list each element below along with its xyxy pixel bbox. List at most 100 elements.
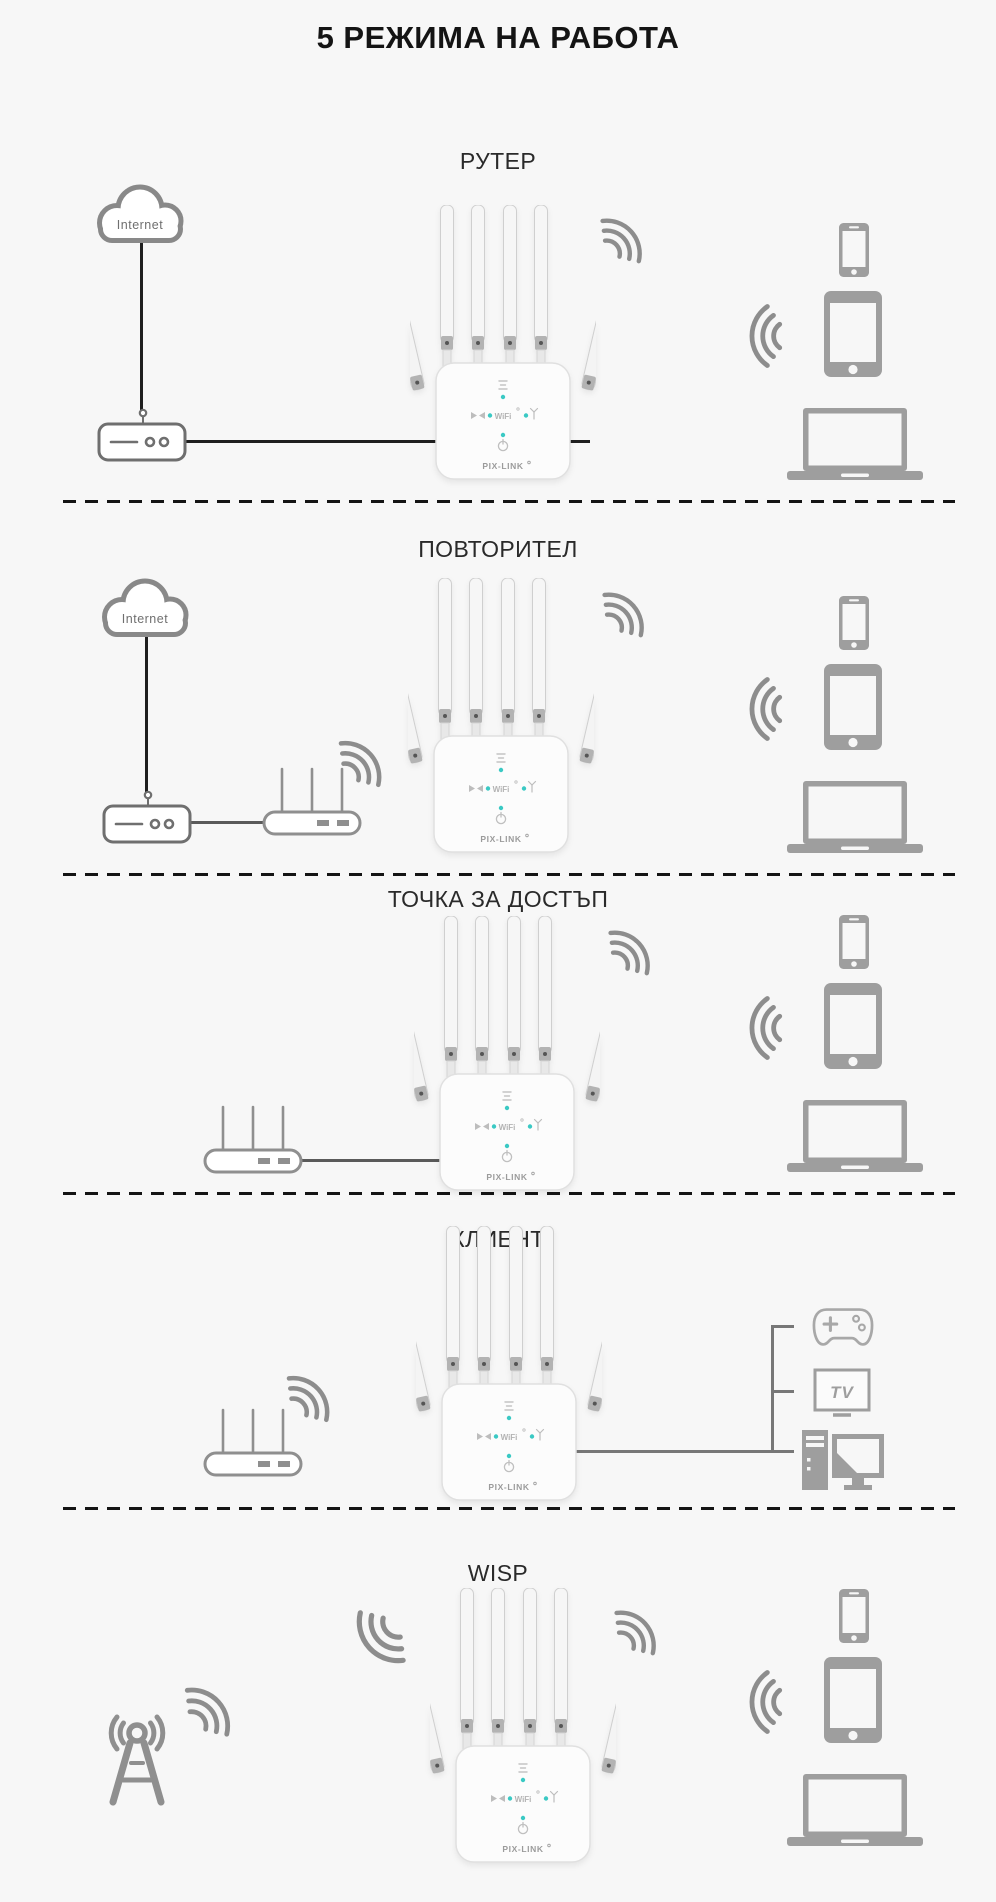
section-divider-4 (63, 1507, 955, 1510)
cable-client-bus (771, 1325, 774, 1452)
desktop-pc-icon (800, 1428, 888, 1494)
tablet-icon (824, 664, 882, 750)
power-led (520, 1815, 526, 1821)
wifi-signal-icon (600, 218, 642, 264)
smartphone-icon (839, 596, 869, 650)
front-panel-indicators: WiFi PIX-LINK (477, 1401, 545, 1492)
section-title-router: РУТЕР (459, 148, 537, 174)
pix-link-repeater-device: WiFi PIX-LINK (414, 916, 600, 1191)
right-antenna (587, 1277, 602, 1412)
section-title-access-point: ТОЧКА ЗА ДОСТЪП (387, 886, 609, 912)
wifi-signal-icon (602, 592, 644, 638)
tv-icon: TV (813, 1368, 871, 1418)
tablet-icon (824, 983, 882, 1069)
repeater-tx-waves-1 (582, 198, 663, 281)
wifi-signal-icon (184, 1687, 231, 1737)
repeater-tx-waves-2 (584, 572, 665, 655)
repeater-repeater-mode: WiFi PIX-LINK (408, 578, 594, 863)
left-antenna (410, 256, 425, 391)
laptop-icon (781, 1100, 929, 1178)
signal-led (529, 1434, 535, 1439)
tablet-icon (824, 1657, 882, 1743)
right-antenna (581, 256, 596, 391)
client-devices-stack-5 (749, 1589, 929, 1852)
brand-label: PIX-LINK (486, 1172, 527, 1182)
repeater-rx-waves (331, 1591, 426, 1688)
power-led (506, 1453, 512, 1459)
signal-led (521, 786, 527, 791)
section-title-client: КЛИЕНТ (451, 1226, 545, 1252)
repeater-client-mode: WiFi PIX-LINK (416, 1226, 602, 1511)
wps-led (500, 394, 506, 400)
client-devices-stack-2 (749, 596, 929, 859)
signal-led (523, 413, 529, 418)
cable-cloud-to-modem-1 (140, 242, 143, 411)
wireless-router-icon (203, 1408, 303, 1477)
laptop-icon (781, 781, 929, 859)
section-divider-1 (63, 500, 955, 503)
wisp-broadcast-tower-icon (95, 1703, 179, 1813)
pix-link-repeater-device: WiFi PIX-LINK (408, 578, 594, 853)
internet-cloud-icon: Internet (97, 184, 184, 243)
power-led (500, 432, 506, 438)
wireless-router-icon (203, 1105, 303, 1174)
wps-led (520, 1777, 526, 1783)
left-antenna (408, 629, 423, 764)
vertical-antennas (460, 1588, 568, 1750)
internet-cloud-2: Internet (93, 570, 198, 645)
section-title-repeater: ПОВТОРИТЕЛ (418, 536, 578, 562)
brand-label: PIX-LINK (488, 1482, 529, 1492)
section-title-wisp: WISP (467, 1560, 529, 1586)
wifi-label: WiFi (515, 1795, 532, 1804)
router-tx-waves-2 (320, 719, 404, 804)
right-antenna (585, 967, 600, 1102)
power-led (504, 1143, 510, 1149)
router-tx-waves-4 (268, 1354, 352, 1439)
wireless-router-3 (203, 1104, 303, 1174)
client-wifi-waves (740, 990, 788, 1064)
internet-label: Internet (122, 612, 168, 626)
wps-led (504, 1105, 510, 1111)
lan-led (485, 786, 491, 791)
vertical-antennas (440, 205, 548, 367)
front-panel-indicators: WiFi PIX-LINK (475, 1091, 543, 1182)
client-wifi-waves (740, 298, 788, 372)
client-wifi-waves (740, 1664, 788, 1738)
wifi-label: WiFi (493, 785, 510, 794)
lan-led (487, 413, 493, 418)
page-title: 5 РЕЖИМА НА РАБОТА (316, 20, 680, 55)
repeater-tx-waves-3 (590, 910, 671, 993)
wireless-router-icon (262, 767, 362, 836)
modem-2 (102, 790, 192, 844)
client-wifi-waves (740, 671, 788, 745)
left-antenna (416, 1277, 431, 1412)
modem-icon (97, 408, 187, 462)
tower-tx-waves (165, 1665, 254, 1755)
internet-cloud-1: Internet (88, 176, 193, 251)
front-panel-indicators: WiFi PIX-LINK (471, 380, 539, 471)
cable-cloud-to-modem-2 (145, 636, 148, 796)
left-antenna (430, 1639, 445, 1774)
laptop-icon (781, 1774, 929, 1852)
lan-led (491, 1124, 497, 1129)
smartphone-icon (839, 223, 869, 277)
cable-modem-to-repeater (186, 440, 590, 443)
signal-led (527, 1124, 533, 1129)
repeater-tx-waves-5 (596, 1590, 677, 1673)
wifi-label: WiFi (501, 1433, 518, 1442)
internet-label: Internet (117, 218, 163, 232)
front-panel-indicators: WiFi PIX-LINK (469, 753, 537, 844)
wifi-label: WiFi (499, 1123, 516, 1132)
repeater-router-mode: WiFi PIX-LINK (410, 205, 596, 490)
signal-led (543, 1796, 549, 1801)
client-devices-stack-1 (749, 223, 929, 486)
cable-repeater-to-clients (576, 1450, 794, 1453)
repeater-wisp-mode: WiFi PIX-LINK (430, 1588, 616, 1873)
front-panel-indicators: WiFi PIX-LINK (491, 1763, 559, 1854)
repeater-ap-mode: WiFi PIX-LINK (414, 916, 600, 1201)
tv-label: TV (830, 1383, 854, 1402)
smartphone-icon (839, 915, 869, 969)
laptop-icon (781, 408, 929, 486)
brand-label: PIX-LINK (502, 1844, 543, 1854)
